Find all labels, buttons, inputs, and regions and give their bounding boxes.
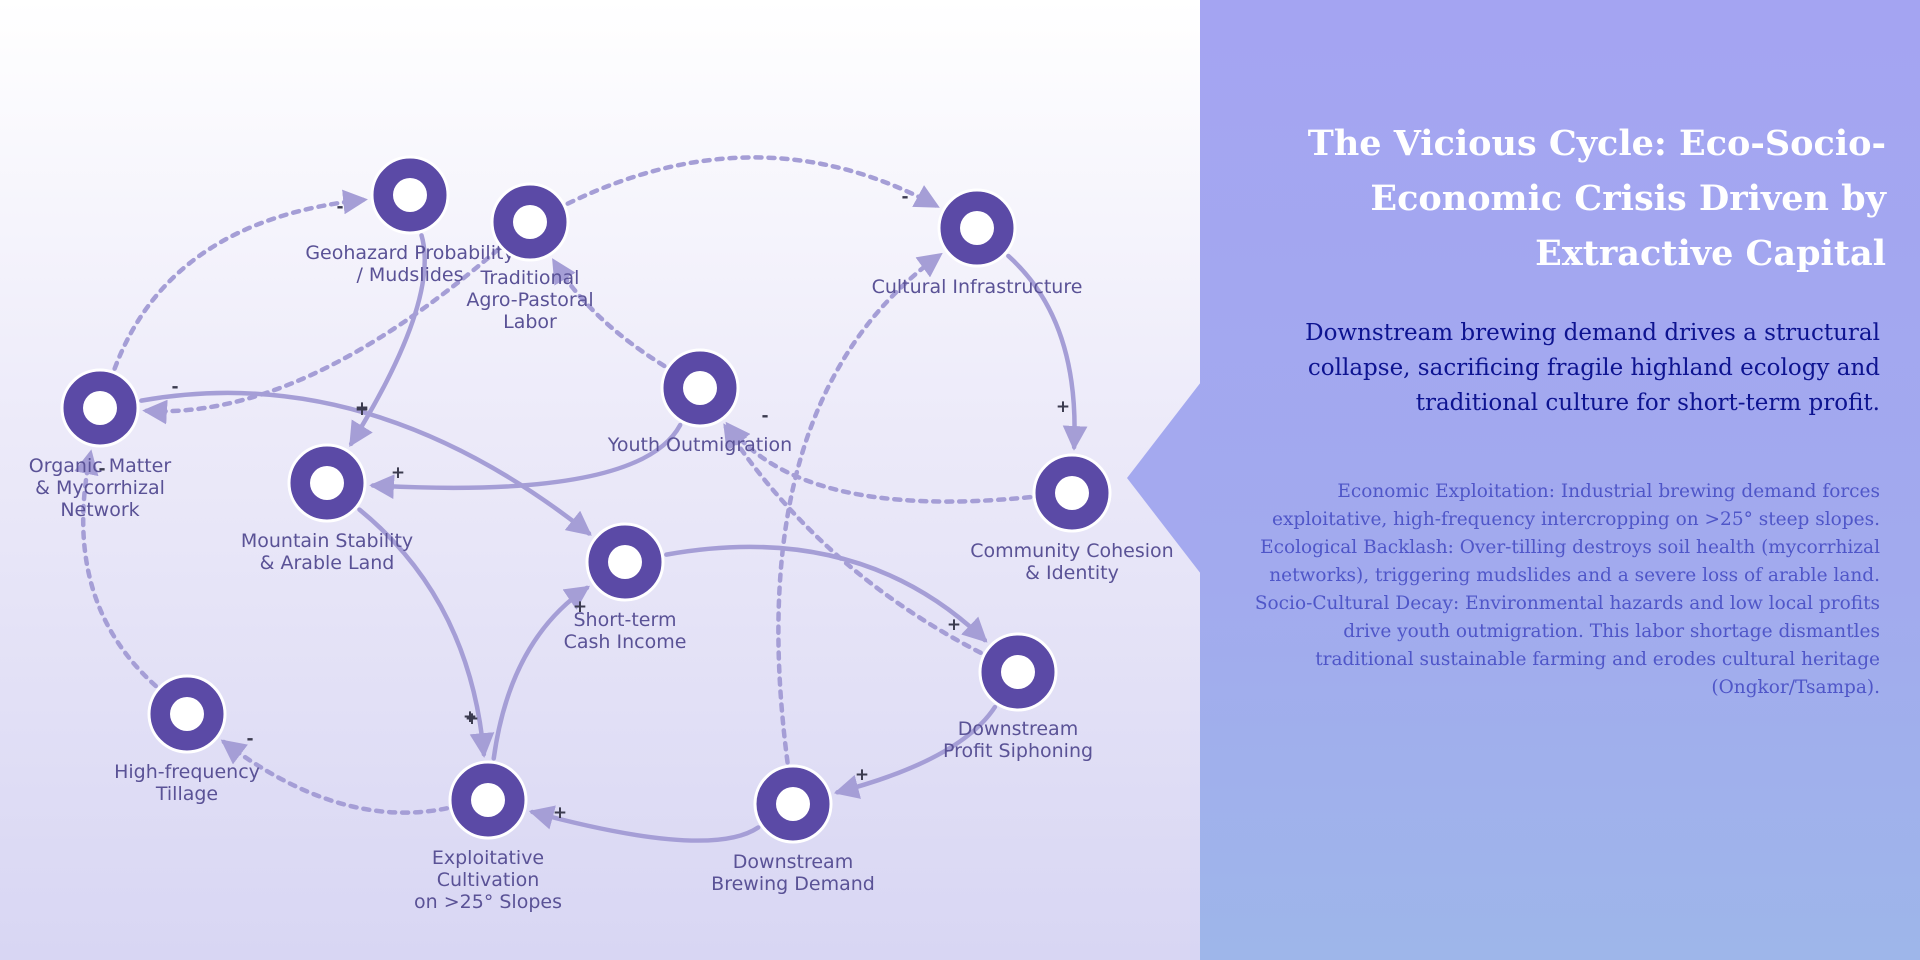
edge-sign-brewing-to-exploit: + [553, 803, 567, 823]
node-core [83, 391, 117, 425]
edge-sign-profit-to-youth: + [573, 597, 587, 617]
edge-sign-cash-to-profit: + [947, 615, 961, 635]
edge-exploit-to-tillage [220, 739, 450, 815]
edge-profit-to-youth [723, 423, 983, 656]
node-core [310, 466, 344, 500]
edge-sign-community-to-youth: - [761, 406, 768, 426]
edge-sign-youth-to-mountain: + [391, 463, 405, 483]
edge-sign-trad_labor-to-organic: - [171, 377, 178, 397]
edge-sign-organic-to-geohazard: - [336, 197, 343, 217]
edge-youth-to-trad_labor [551, 258, 667, 369]
edge-sign-exploit-to-cash: + [465, 709, 479, 729]
edge-organic-to-cash [139, 390, 592, 536]
panel-pointer [1127, 382, 1201, 574]
edge-sign-mountain-to-exploit: + [463, 707, 477, 727]
point-socio-cultural: Socio-Cultural Decay: Environmental haza… [1254, 593, 1880, 698]
node-youth: Youth Outmigration [607, 348, 792, 456]
edge-exploit-to-cash [491, 585, 591, 761]
edge-organic-to-geohazard [112, 189, 368, 371]
node-label-cultural_infra: Cultural Infrastructure [872, 276, 1083, 298]
node-core [960, 211, 994, 245]
edge-sign-organic-to-cash: + [355, 400, 369, 420]
node-core [393, 178, 427, 212]
edge-geohazard-to-mountain [348, 233, 427, 448]
node-label-geohazard: Geohazard Probability/ Mudslides [305, 242, 514, 286]
edges-layer [74, 155, 1088, 843]
edge-community-to-youth [725, 421, 1033, 504]
node-core [683, 371, 717, 405]
node-core [1055, 476, 1089, 510]
edge-cultural_infra-to-community [1006, 253, 1088, 451]
node-label-youth: Youth Outmigration [607, 434, 792, 456]
edge-tillage-to-organic [74, 449, 158, 689]
edge-brewing-to-exploit [528, 805, 761, 843]
node-core [170, 697, 204, 731]
edge-sign-profit-to-brewing: + [855, 765, 869, 785]
edge-trad_labor-to-organic [142, 247, 501, 425]
panel-title: The Vicious Cycle: Eco-Socio-Economic Cr… [1307, 123, 1886, 274]
panel-points: Economic Exploitation: Industrial brewin… [1240, 478, 1880, 702]
node-core [608, 545, 642, 579]
edge-sign-geohazard-to-mountain: + [355, 398, 369, 418]
edge-mountain-to-exploit [357, 507, 495, 758]
node-core [513, 205, 547, 239]
edge-profit-to-brewing [833, 704, 998, 799]
node-core [471, 783, 505, 817]
point-economic: Economic Exploitation: Industrial brewin… [1272, 481, 1880, 530]
edge-youth-to-mountain [369, 422, 683, 499]
info-panel: The Vicious Cycle: Eco-Socio-Economic Cr… [1200, 0, 1920, 960]
edge-signs-layer: ++++---+++--+-+-+ [98, 187, 1070, 823]
node-core [776, 787, 810, 821]
node-community: Community Cohesion& Identity [970, 453, 1174, 584]
edge-sign-tillage-to-organic: - [98, 459, 105, 479]
edge-brewing-to-cultural_infra [776, 252, 943, 765]
point-ecological: Ecological Backlash: Over-tilling destro… [1260, 537, 1880, 586]
edge-sign-exploit-to-tillage: - [246, 729, 253, 749]
edge-sign-trad_labor-to-cultural_infra: - [901, 187, 908, 207]
node-label-mountain: Mountain Stability& Arable Land [241, 530, 413, 574]
node-label-community: Community Cohesion& Identity [970, 540, 1173, 584]
edge-trad_labor-to-cultural_infra [565, 155, 940, 209]
edge-sign-cultural_infra-to-community: + [1056, 397, 1070, 417]
node-mountain: Mountain Stability& Arable Land [241, 443, 413, 574]
panel-subtitle: Downstream brewing demand drives a struc… [1305, 320, 1880, 416]
node-core [1001, 655, 1035, 689]
causal-loop-diagram: ++++---+++--+-+-+ Geohazard Probability/… [0, 0, 1200, 960]
node-cultural_infra: Cultural Infrastructure [872, 188, 1083, 298]
diagram-canvas: ++++---+++--+-+-+ Geohazard Probability/… [29, 155, 1174, 913]
node-geohazard: Geohazard Probability/ Mudslides [305, 155, 515, 286]
